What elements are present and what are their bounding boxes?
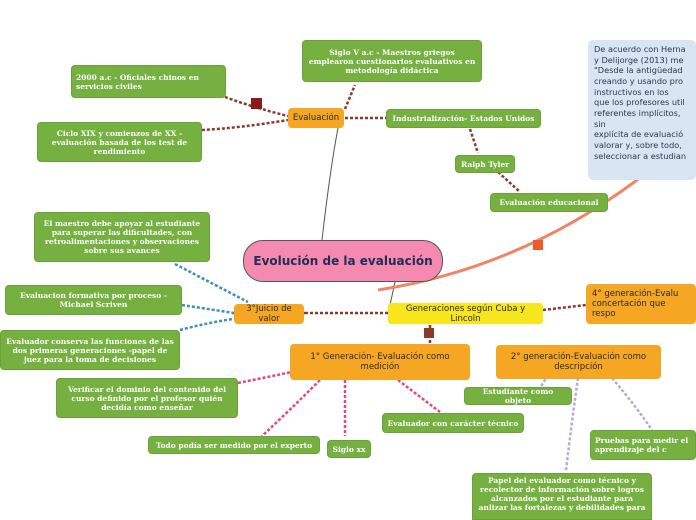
central-topic[interactable]: Evolución de la evaluación [243,240,443,282]
node-medido-experto[interactable]: Todo podía ser medido por el experto [148,436,320,454]
node-scriven[interactable]: Evaluacion formativa por proceso - Micha… [5,285,182,315]
node-maestro-apoyar[interactable]: El maestro debe apoyar al estudiante par… [34,212,210,262]
branch-generaciones[interactable]: Generaciones según Cuba y Lincoln [388,303,543,324]
node-primera-generacion[interactable]: 1° Generación- Evaluación como medición [290,344,470,380]
node-papel-evaluador[interactable]: Papel del evaluador como técnico y recol… [472,473,652,520]
node-ralph-tyler[interactable]: Ralph Tyler [455,155,515,173]
node-cuarta-generacion[interactable]: 4° generación-Evalu concertación que res… [586,284,696,324]
node-segunda-generacion[interactable]: 2° generación-Evaluación como descripció… [496,345,661,379]
node-oficiales-chinos[interactable]: 2000 a.c - Oficiales chinos en servicios… [71,65,226,98]
branch-juicio-de-valor[interactable]: 3°Juicio de valor [234,304,304,324]
quote-note: De acuerdo con Herna y Delijorge (2013) … [588,40,696,180]
node-evaluador-tecnico[interactable]: Evaluador con carácter técnico [382,413,524,433]
node-test-rendimiento[interactable]: Ciclo XIX y comienzos de XX - evaluación… [37,122,202,162]
node-evaluador-juez[interactable]: Evaluador conserva las funciones de las … [0,330,180,370]
node-siglo-xx[interactable]: Siglo xx [327,440,371,458]
node-estudiante-objeto[interactable]: Estudiante como objeto [464,387,572,405]
node-dominio-contenido[interactable]: Verificar el dominio del contenido del c… [56,378,238,418]
node-pruebas-medir[interactable]: Pruebas para medir el aprendizaje del c [590,430,696,460]
branch-evaluacion[interactable]: Evaluación [288,108,344,128]
node-evaluacion-educacional[interactable]: Evaluación educacional [490,193,608,212]
node-industrializacion[interactable]: Industrialización- Estados Unidos [386,109,541,128]
node-maestros-griegos[interactable]: Siglo V a.c - Maestros griegos emplearon… [302,40,482,82]
